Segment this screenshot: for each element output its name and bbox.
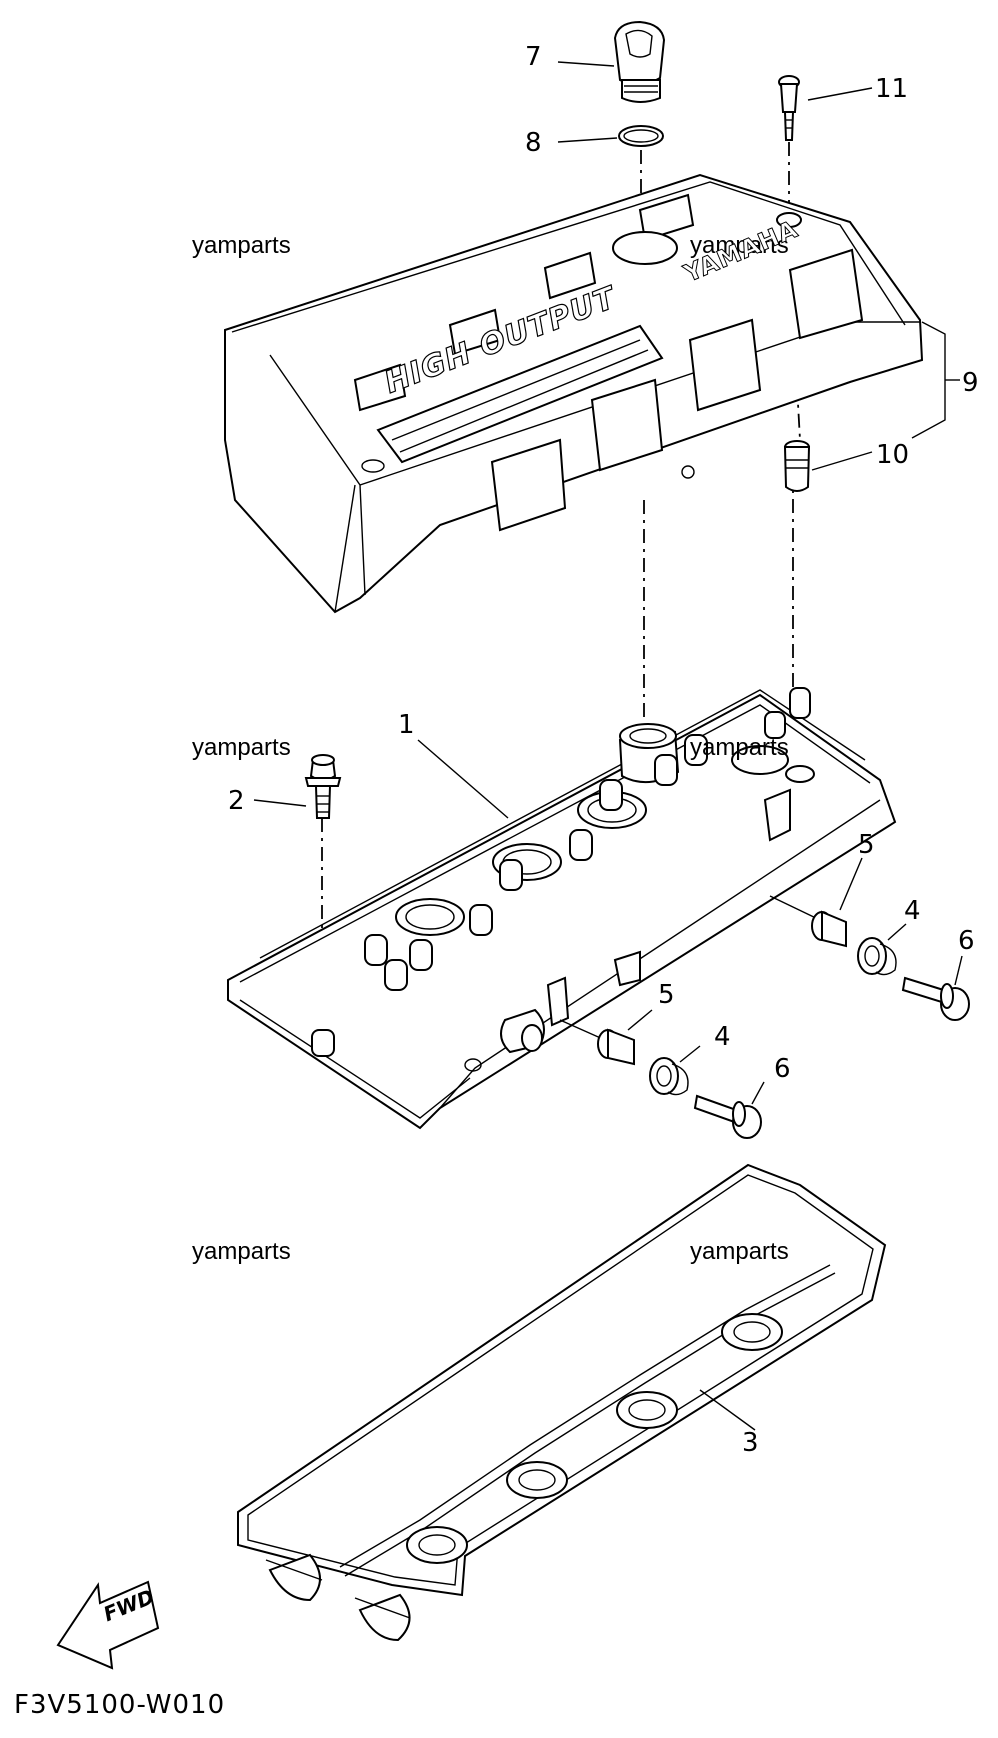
collar-part: [783, 440, 811, 492]
leader-line-1: [417, 739, 509, 819]
leader-line-3: [699, 1389, 756, 1431]
watermark-1: yamparts: [192, 232, 291, 259]
callout-5-lower: 5: [658, 980, 675, 1010]
callout-7: 7: [525, 42, 542, 72]
leader-line-11: [807, 87, 873, 101]
oil-filler-cap-part: [613, 20, 666, 103]
leader-line-5b: [627, 1009, 653, 1031]
collar-upper-part: [811, 910, 847, 948]
callout-6-upper: 6: [958, 926, 975, 956]
screw-part: [778, 75, 800, 141]
leader-line-7: [557, 61, 615, 67]
bracket-9: [911, 321, 946, 439]
callout-10: 10: [876, 440, 910, 470]
callout-1: 1: [398, 710, 415, 740]
watermark-4: yamparts: [690, 734, 789, 761]
o-ring-part: [618, 125, 664, 147]
cylinder-head-cover-part: [224, 173, 924, 614]
alignment-line-upper-set: [769, 895, 821, 921]
watermark-2: yamparts: [690, 232, 789, 259]
callout-9: 9: [962, 368, 979, 398]
fwd-direction-arrow: [56, 1580, 160, 1670]
callout-8: 8: [525, 128, 542, 158]
watermark-6: yamparts: [690, 1238, 789, 1265]
leader-line-8: [557, 137, 618, 143]
callout-6-lower: 6: [774, 1054, 791, 1084]
leader-line-6a: [954, 955, 963, 986]
cylinder-head-cover-main-part: [227, 687, 897, 1130]
grommet-upper-part: [857, 937, 897, 976]
collar-lower-part: [597, 1028, 635, 1066]
grommet-lower-part: [649, 1057, 689, 1096]
bolt-part: [304, 754, 342, 819]
callout-2: 2: [228, 786, 245, 816]
alignment-line-lower-set: [559, 1019, 606, 1041]
leader-line-5a: [839, 857, 863, 911]
callout-3: 3: [742, 1428, 759, 1458]
callout-4-lower: 4: [714, 1022, 731, 1052]
leader-line-2: [253, 799, 307, 807]
gasket-part: [237, 1163, 887, 1642]
watermark-3: yamparts: [192, 734, 291, 761]
watermark-5: yamparts: [192, 1238, 291, 1265]
leader-line-4a: [887, 923, 907, 941]
bolt-lower-part: [693, 1094, 762, 1139]
leader-line-10: [811, 451, 873, 471]
diagram-code: F3V5100-W010: [14, 1690, 226, 1720]
callout-11: 11: [875, 74, 909, 104]
bolt-upper-part: [901, 976, 970, 1021]
leader-line-6b: [751, 1081, 765, 1105]
leader-line-4b: [679, 1045, 701, 1063]
callout-5-upper: 5: [858, 830, 875, 860]
callout-4-upper: 4: [904, 896, 921, 926]
